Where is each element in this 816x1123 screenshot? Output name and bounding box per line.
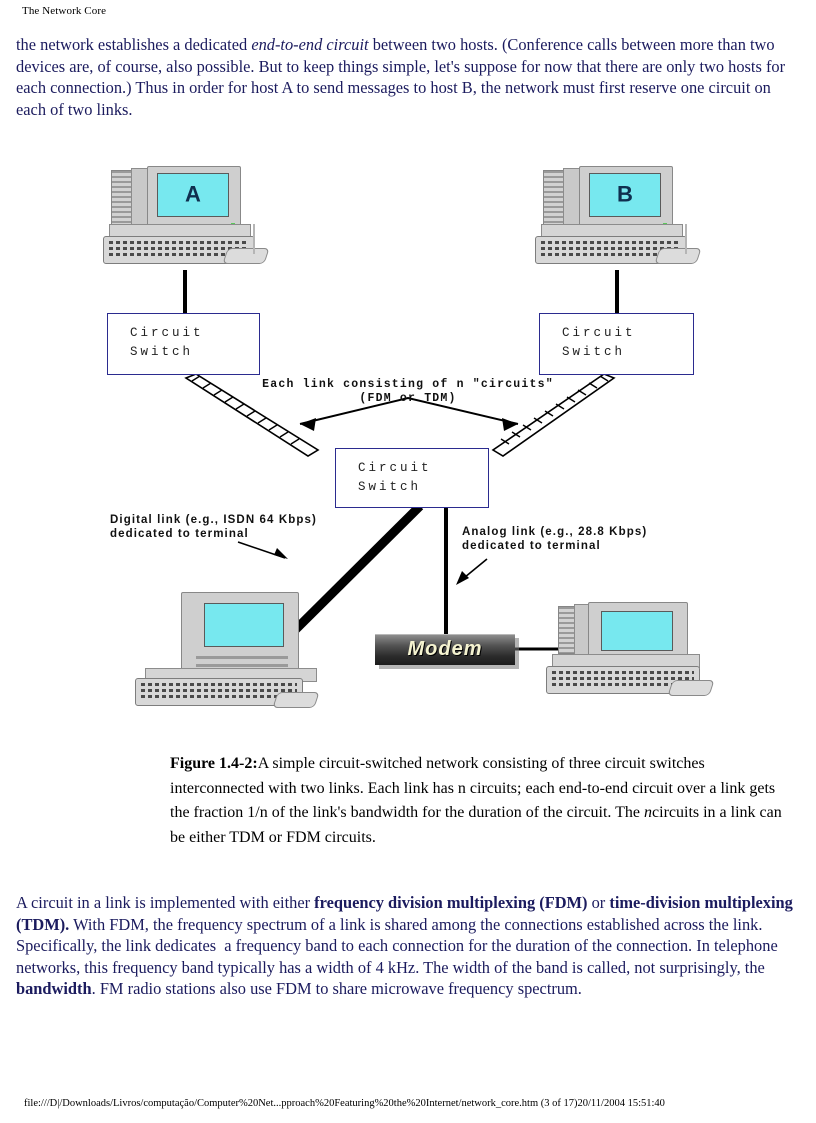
host-b-screen-letter: B [617,181,633,207]
circuit-switch-middle-line2: Switch [358,480,422,494]
terminal-left-drive-slot [196,656,288,659]
left-trunk-cable [184,373,320,457]
right-trunk-cable [491,373,616,457]
circuit-switch-right-line1: Circuit [562,326,636,340]
circuit-switch-middle-line1: Circuit [358,461,432,475]
figure-1-4-2-diagram: A B Circuit [0,150,816,730]
host-a-computer: A [95,162,295,272]
host-b-monitor: B [579,166,673,232]
figure-caption: Figure 1.4-2:A simple circuit-switched n… [170,755,782,846]
digital-label-pointer [237,541,288,559]
host-a-screen-letter: A [185,181,201,207]
circuit-switch-left-line2: Switch [130,345,194,359]
analog-link-label: Analog link (e.g., 28.8 Kbps) dedicated … [462,525,647,553]
keyboard-row [141,683,297,686]
page-footer-path: file:///D|/Downloads/Livros/computação/C… [24,1098,665,1109]
link-capacity-label: Each link consisting of n "circuits" (FD… [258,378,558,406]
keyboard-row [541,241,681,244]
running-head: The Network Core [22,5,107,17]
body-paragraph-top: the network establishes a dedicated end-… [16,35,786,119]
link-capacity-label-line1: Each link consisting of n "circuits" [262,378,554,391]
keyboard-row [552,671,694,674]
circuit-switch-left: Circuit Switch [107,313,260,375]
body-paragraph-bottom: A circuit in a link is implemented with … [16,893,793,998]
circuit-switch-middle: Circuit Switch [335,448,489,508]
link-callout-arrows [299,396,519,431]
digital-link-label-line2: dedicated to terminal [110,528,249,540]
terminal-bottom-left [125,590,335,710]
host-b-screen: B [589,173,661,217]
host-b-computer: B [527,162,727,272]
analog-link-label-line2: dedicated to terminal [462,540,601,552]
keyboard-row [109,247,249,250]
keyboard-row [141,695,297,698]
keyboard-row [109,241,249,244]
modem-label: Modem [407,638,483,660]
terminal-right-monitor [588,602,688,662]
host-a-mouse-cord [253,224,255,254]
link-capacity-label-line2: (FDM or TDM) [359,392,457,405]
analog-label-pointer [456,558,488,585]
modem-device: Modem [375,634,515,665]
keyboard-row [541,253,681,256]
keyboard-row [552,683,694,686]
keyboard-row [109,253,249,256]
circuit-switch-left-line1: Circuit [130,326,204,340]
host-b-mouse [654,248,702,264]
keyboard-row [541,247,681,250]
terminal-left-keyboard [135,678,303,706]
analog-link-label-line1: Analog link (e.g., 28.8 Kbps) [462,526,648,538]
digital-link-label: Digital link (e.g., ISDN 64 Kbps) dedica… [110,513,317,541]
terminal-bottom-right [540,598,735,708]
terminal-right-mouse [667,680,715,696]
terminal-left-monitor [181,592,299,676]
host-b-mouse-cord [685,224,687,254]
terminal-right-screen [601,611,673,651]
host-a-screen: A [157,173,229,217]
circuit-switch-right-line2: Switch [562,345,626,359]
host-a-mouse [222,248,270,264]
diagram-lines [183,270,619,654]
terminal-left-drive-slot2 [196,664,288,667]
keyboard-row [552,677,694,680]
digital-link-label-line1: Digital link (e.g., ISDN 64 Kbps) [110,514,317,526]
terminal-left-screen [204,603,284,647]
keyboard-row [141,689,297,692]
terminal-left-mouse [272,692,320,708]
host-a-monitor: A [147,166,241,232]
circuit-switch-right: Circuit Switch [539,313,694,375]
